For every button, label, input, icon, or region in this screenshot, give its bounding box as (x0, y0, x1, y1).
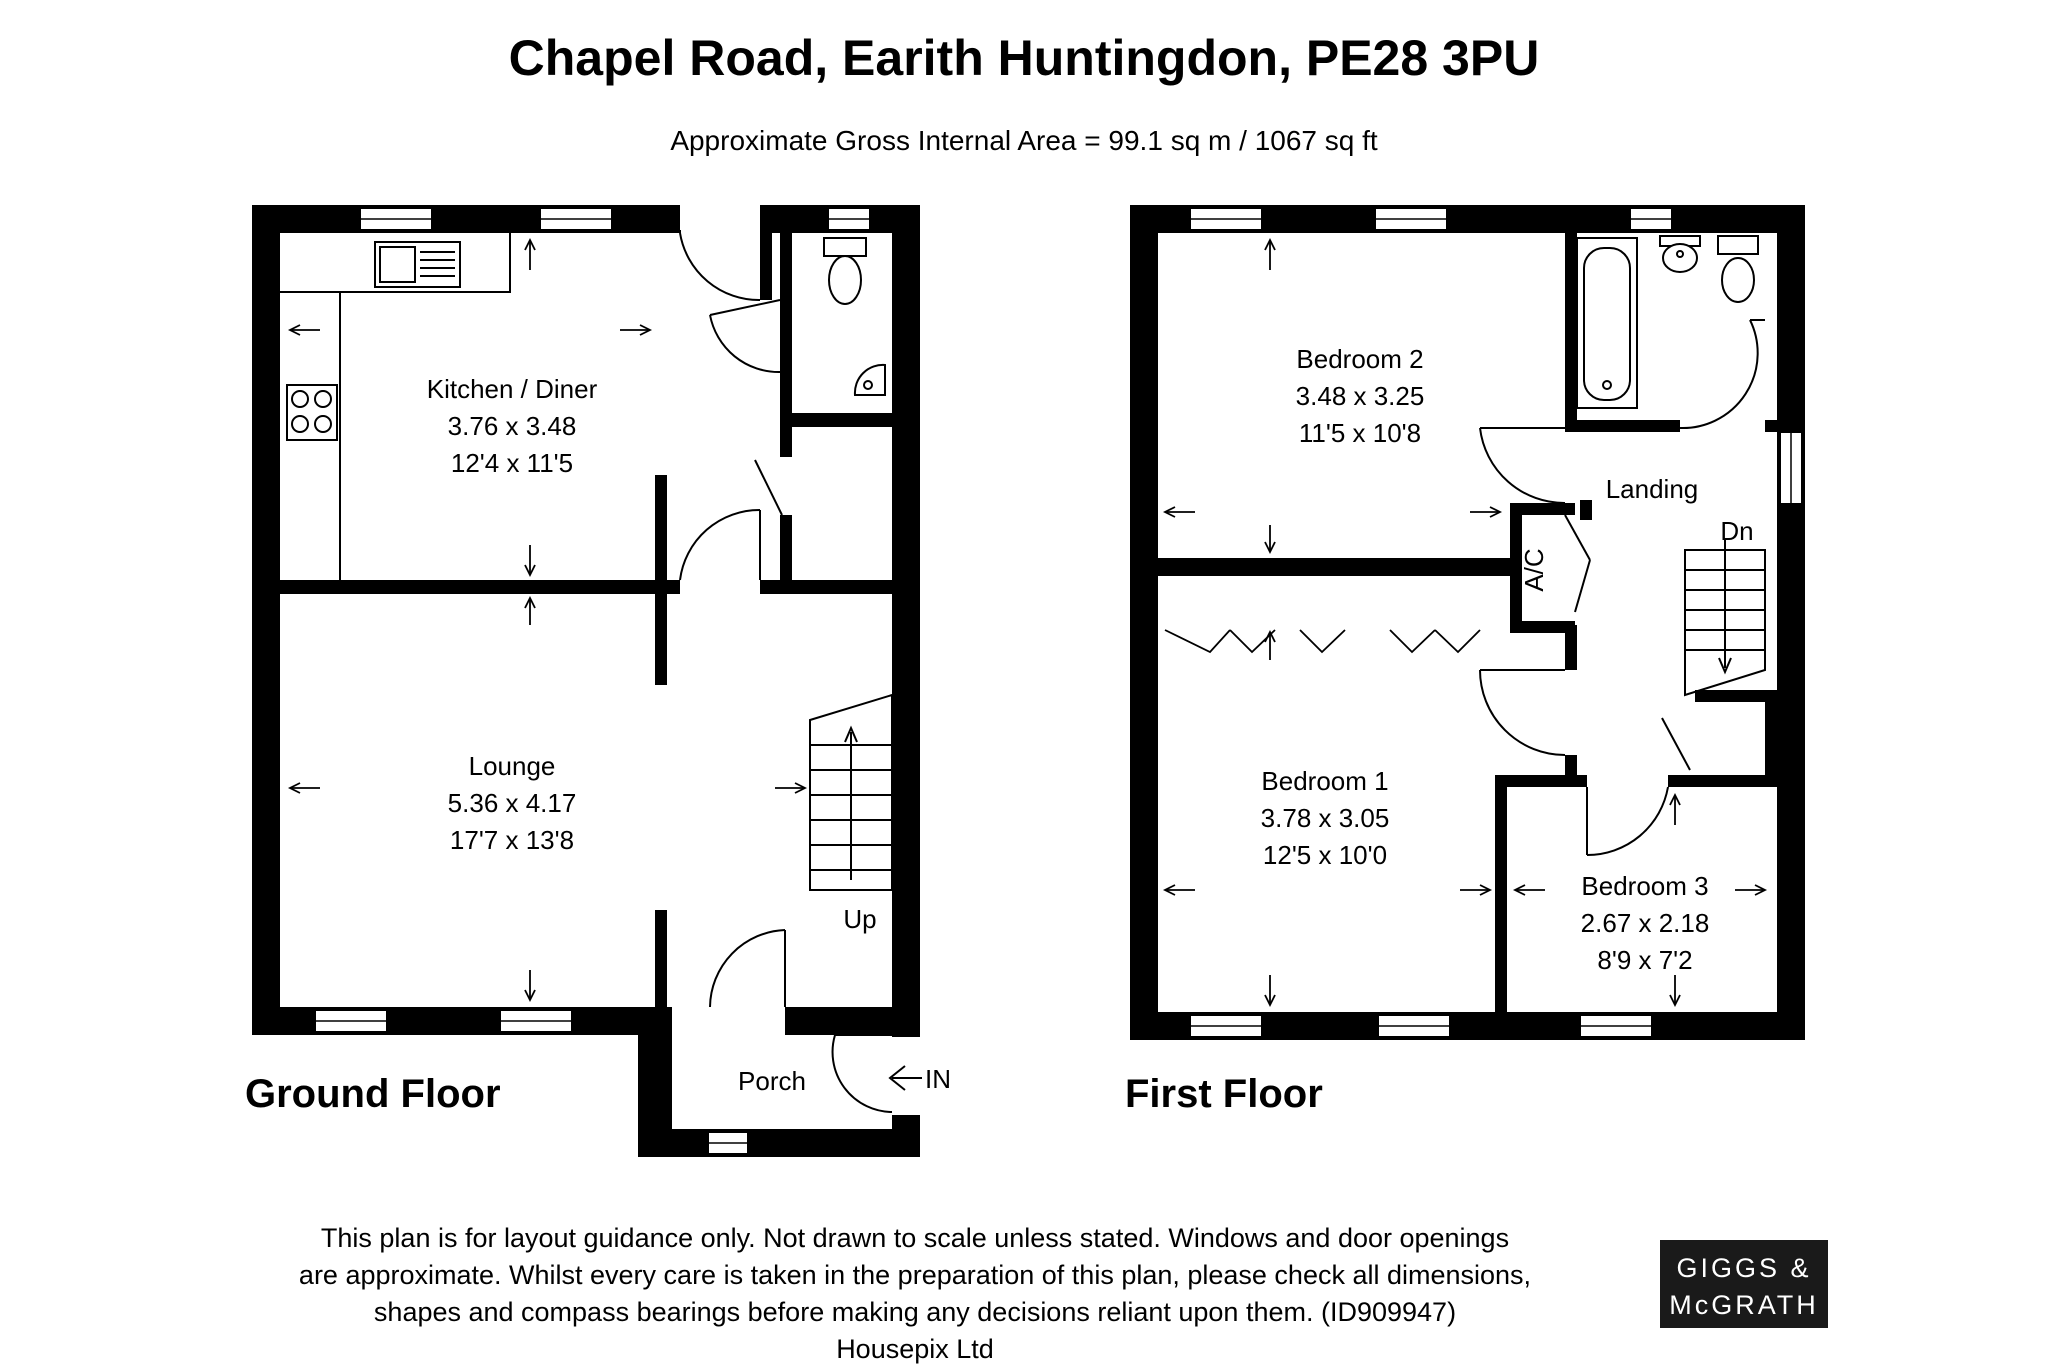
toilet-icon (1717, 235, 1759, 303)
porch-name: Porch (738, 1066, 806, 1096)
bath-icon (1576, 237, 1638, 409)
entrance-arrow-icon (888, 1065, 922, 1091)
airing-cupboard-label: A/C (1519, 548, 1549, 591)
disclaimer-line-3: shapes and compass bearings before makin… (374, 1297, 1456, 1327)
disclaimer: This plan is for layout guidance only. N… (299, 1223, 1531, 1364)
kitchen-diner-metric: 3.76 x 3.48 (448, 411, 577, 441)
ground-floor-dimension-arrows (287, 237, 808, 1003)
first-floor-doors (1479, 319, 1765, 857)
bedroom-2-imperial: 11'5 x 10'8 (1299, 418, 1421, 448)
stairs-down-label: Dn (1720, 516, 1753, 546)
wardrobe-doors (1164, 629, 1481, 654)
first-floor-dimension-arrows (1162, 237, 1768, 1008)
toilet-icon (823, 237, 867, 305)
entrance-label: IN (925, 1064, 951, 1094)
bedroom-2-metric: 3.48 x 3.25 (1296, 381, 1425, 411)
bedroom-3-name: Bedroom 3 (1581, 871, 1708, 901)
landing-name: Landing (1606, 474, 1699, 504)
kitchen-diner-name: Kitchen / Diner (427, 374, 598, 404)
hob-icon (286, 384, 338, 441)
giggs-mcgrath-logo: GIGGS & McGRATH (1660, 1240, 1828, 1328)
kitchen-worktop (280, 233, 511, 580)
logo-line-1: GIGGS & (1676, 1253, 1811, 1283)
lounge-name: Lounge (469, 751, 556, 781)
ground-floor-plan: Kitchen / Diner 3.76 x 3.48 12'4 x 11'5 … (245, 205, 951, 1157)
disclaimer-line-4: Housepix Ltd (836, 1334, 994, 1364)
first-floor-plan: Bedroom 2 3.48 x 3.25 11'5 x 10'8 Landin… (1125, 205, 1805, 1116)
lounge-metric: 5.36 x 4.17 (448, 788, 577, 818)
logo-line-2: McGRATH (1669, 1290, 1819, 1320)
bedroom-3-imperial: 8'9 x 7'2 (1597, 945, 1692, 975)
first-floor-label: First Floor (1125, 1072, 1323, 1116)
bedroom-1-metric: 3.78 x 3.05 (1261, 803, 1390, 833)
basin-icon (853, 363, 886, 396)
bedroom-3-metric: 2.67 x 2.18 (1581, 908, 1710, 938)
kitchen-diner-imperial: 12'4 x 11'5 (451, 448, 573, 478)
first-floor-stairs (1684, 540, 1766, 697)
area-subtitle: Approximate Gross Internal Area = 99.1 s… (670, 125, 1378, 156)
ground-floor-label: Ground Floor (245, 1072, 501, 1116)
bedroom-2-name: Bedroom 2 (1296, 344, 1423, 374)
bedroom-1-imperial: 12'5 x 10'0 (1263, 840, 1387, 870)
plan-title: Chapel Road, Earith Huntingdon, PE28 3PU (509, 30, 1540, 86)
ground-floor-doors (679, 230, 893, 1113)
stairs-up-label: Up (843, 904, 876, 934)
basin-icon (1659, 235, 1701, 273)
bedroom-1-name: Bedroom 1 (1261, 766, 1388, 796)
disclaimer-line-2: are approximate. Whilst every care is ta… (299, 1260, 1531, 1290)
disclaimer-line-1: This plan is for layout guidance only. N… (321, 1223, 1509, 1253)
sink-icon (374, 241, 461, 288)
lounge-imperial: 17'7 x 13'8 (450, 825, 574, 855)
ground-floor-stairs (809, 693, 893, 891)
